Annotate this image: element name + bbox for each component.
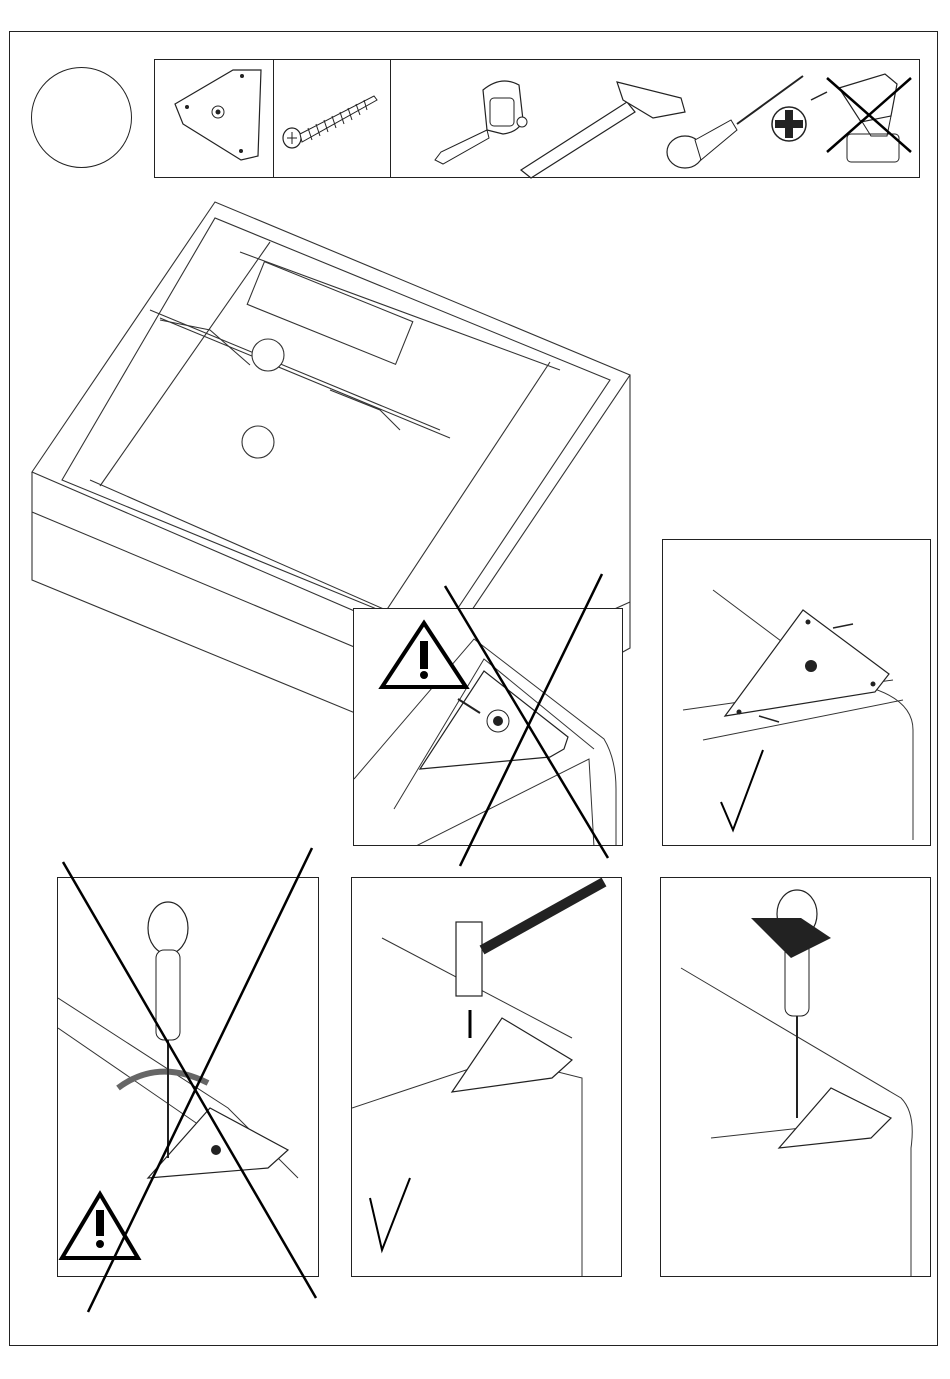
- phillips-head-icon: [772, 107, 806, 141]
- hammer-icon: [456, 882, 604, 996]
- corner-plate-cell: [155, 60, 274, 177]
- checkmark-icon: [370, 1178, 410, 1250]
- corner-plate-icon: [155, 60, 274, 179]
- step-number-circle: [31, 67, 132, 168]
- rotate-arrow-icon: [118, 1072, 208, 1088]
- rotate-arrow-icon: [751, 918, 831, 958]
- step-plate-aligned: [662, 539, 931, 846]
- step-plate-upside-down: [353, 608, 623, 846]
- screw-cell: [274, 60, 391, 177]
- step-hammer-screws: [351, 877, 622, 1277]
- step-screw-without-pre-hole: [57, 877, 319, 1277]
- no-drill-icon: [811, 74, 911, 162]
- screwdriver-icon: [148, 902, 188, 1158]
- tape-measure-icon: [435, 81, 527, 164]
- checkmark-icon: [721, 750, 763, 830]
- tools-cell: [391, 60, 921, 179]
- screw-icon: [274, 60, 391, 179]
- step-tighten-screws: [660, 877, 931, 1277]
- warning-icon: [62, 1194, 138, 1258]
- parts-and-tools-strip: [154, 59, 920, 178]
- hammer-icon: [521, 82, 685, 178]
- warning-icon: [382, 623, 466, 687]
